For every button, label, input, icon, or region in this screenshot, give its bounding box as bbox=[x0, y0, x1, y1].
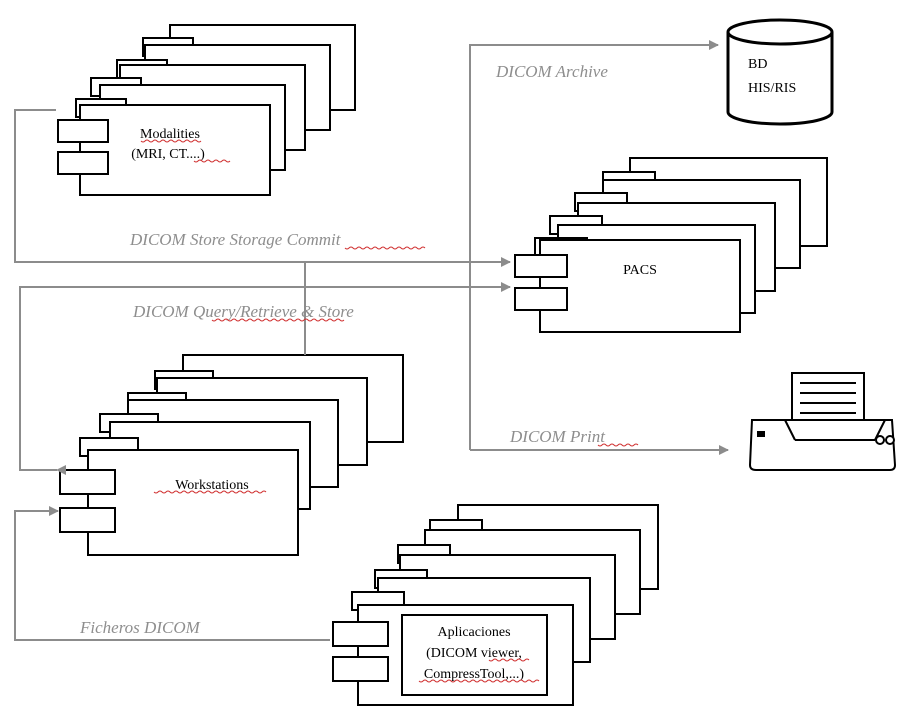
modalities-port-2 bbox=[57, 151, 109, 175]
modalities-component: Modalities (MRI, CT....) bbox=[57, 24, 356, 196]
label-dicom-archive: DICOM Archive bbox=[495, 62, 608, 81]
applications-title: Aplicaciones bbox=[437, 625, 510, 640]
database-cylinder-icon: BD HIS/RIS bbox=[726, 18, 834, 126]
pacs-port-2 bbox=[514, 287, 568, 311]
modalities-title: Modalities bbox=[140, 127, 200, 142]
database-label-his-ris: HIS/RIS bbox=[748, 81, 796, 96]
spellcheck-underline bbox=[597, 443, 639, 447]
applications-port-1 bbox=[332, 621, 389, 647]
label-dicom-store-commit: DICOM Store Storage Commit bbox=[129, 230, 342, 249]
label-ficheros-dicom: Ficheros DICOM bbox=[79, 618, 201, 637]
spellcheck-underline bbox=[418, 679, 540, 683]
applications-port-2 bbox=[332, 656, 389, 682]
applications-subtitle-1: (DICOM viewer, bbox=[426, 646, 522, 661]
modalities-subtitle: (MRI, CT....) bbox=[131, 147, 205, 162]
spellcheck-underline bbox=[344, 246, 426, 250]
pacs-port-1 bbox=[514, 254, 568, 278]
spellcheck-underline bbox=[193, 159, 231, 163]
label-dicom-query-retrieve: DICOM Query/Retrieve & Store bbox=[132, 302, 354, 321]
pacs-front: PACS bbox=[514, 239, 741, 333]
applications-component: Aplicaciones (DICOM viewer, CompressTool… bbox=[332, 504, 659, 706]
workstations-port-2 bbox=[59, 507, 116, 533]
label-dicom-print: DICOM Print bbox=[509, 427, 606, 446]
applications-label-box bbox=[401, 614, 548, 696]
store-commit-connector bbox=[14, 109, 511, 267]
pacs-component: PACS bbox=[514, 157, 828, 333]
pacs-title: PACS bbox=[623, 263, 657, 278]
workstations-component: Workstations bbox=[59, 354, 404, 556]
modalities-port-1 bbox=[57, 119, 109, 143]
workstations-port-1 bbox=[59, 469, 116, 495]
database-label-bd: BD bbox=[748, 57, 767, 72]
files-connector bbox=[14, 506, 330, 641]
spellcheck-underline bbox=[153, 490, 267, 494]
printer-icon bbox=[748, 372, 897, 471]
workstations-title: Workstations bbox=[175, 478, 249, 493]
spellcheck-underline bbox=[211, 318, 345, 322]
spellcheck-underline bbox=[488, 658, 530, 662]
workstations-front: Workstations bbox=[59, 449, 299, 556]
applications-front: Aplicaciones (DICOM viewer, CompressTool… bbox=[332, 604, 574, 706]
query-retrieve-connector bbox=[19, 282, 511, 475]
applications-subtitle-2: CompressTool,...) bbox=[424, 667, 524, 682]
spellcheck-underline bbox=[140, 139, 202, 143]
modalities-front: Modalities (MRI, CT....) bbox=[57, 104, 271, 196]
